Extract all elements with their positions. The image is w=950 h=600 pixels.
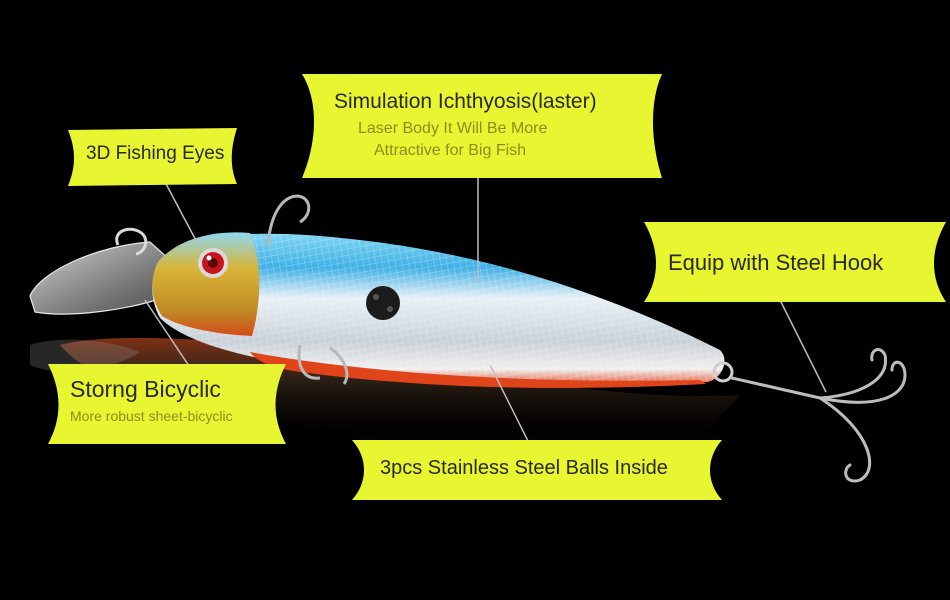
body-spot-dot <box>387 306 393 312</box>
lip-eyelet <box>115 227 148 256</box>
lip-reflection <box>30 339 140 372</box>
pointer-lines <box>144 168 827 446</box>
callout-eyes-title: 3D Fishing Eyes <box>86 143 225 164</box>
tail-hook-icon <box>730 348 907 483</box>
callout-ichthyosis-line1: Laser Body It Will Be More <box>358 120 548 137</box>
eye-pupil <box>208 258 218 268</box>
callout-ichthyosis-title: Simulation Ichthyosis(laster) <box>334 90 597 113</box>
belly-hook-icon <box>297 344 349 385</box>
pointer-balls <box>489 364 531 446</box>
callout-shapes <box>48 74 946 500</box>
callout-balls: 3pcs Stainless Steel Balls Inside <box>380 457 668 480</box>
pointer-bicyclic <box>144 299 196 376</box>
lure-head <box>152 232 260 336</box>
callout-bicyclic-title: Storng Bicyclic <box>70 376 221 402</box>
tail-split-ring <box>712 361 734 383</box>
diving-lip <box>29 241 173 315</box>
callout-hook: Equip with Steel Hook <box>668 250 883 276</box>
body-spot-dot <box>373 294 379 300</box>
pointer-eyes <box>164 181 201 249</box>
callout-bicyclic: Storng Bicyclic More robust sheet-bicycl… <box>70 376 233 424</box>
callout-shape-hook <box>644 222 946 302</box>
callout-shape-bicyclic <box>48 364 286 444</box>
callout-shape-ichthyosis <box>302 74 662 178</box>
callout-shape-eyes <box>68 128 237 186</box>
callout-balls-title: 3pcs Stainless Steel Balls Inside <box>380 457 668 479</box>
pointer-hook <box>779 299 827 393</box>
callout-shape-balls <box>352 440 722 500</box>
lure-scale-pattern <box>152 233 725 388</box>
front-hook-icon <box>266 194 311 247</box>
eye-highlight <box>206 255 212 261</box>
callout-eyes: 3D Fishing Eyes <box>86 143 224 165</box>
callout-hook-title: Equip with Steel Hook <box>668 250 884 275</box>
callout-bicyclic-subtitle: More robust sheet-bicyclic <box>70 408 233 424</box>
callout-ichthyosis: Simulation Ichthyosis(laster) Laser Body… <box>334 90 597 160</box>
body-spot <box>366 286 400 320</box>
callout-ichthyosis-line2: Attractive for Big Fish <box>374 142 527 159</box>
lure-belly-stripe <box>250 352 706 388</box>
